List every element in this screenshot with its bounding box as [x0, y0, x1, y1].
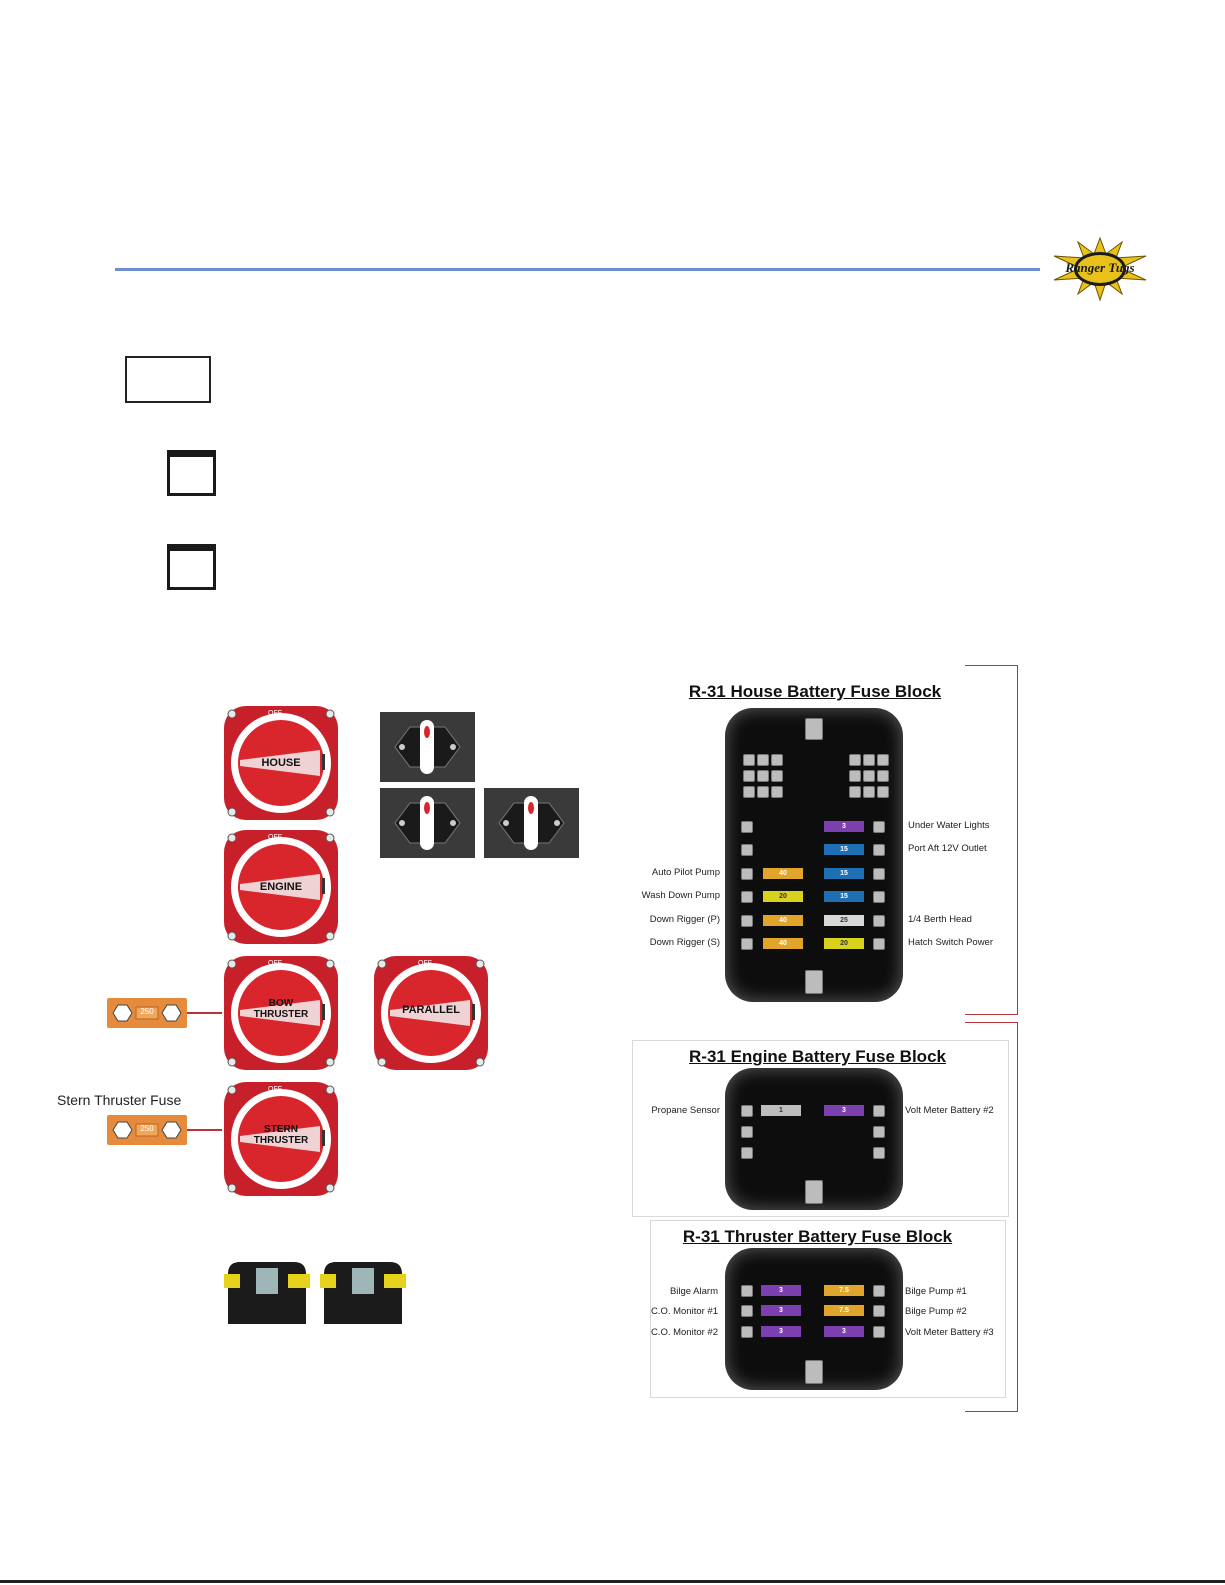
- circuit-label: Down Rigger (P): [649, 914, 720, 925]
- stern-thruster-fuse-caption: Stern Thruster Fuse: [57, 1092, 182, 1108]
- terminal-bank: [849, 754, 889, 800]
- fuse-value: 250: [140, 1124, 154, 1133]
- circuit-label: Down Rigger (S): [649, 937, 720, 948]
- off-label: OFF: [268, 834, 282, 841]
- circuit-label: Bilge Pump #1: [905, 1286, 967, 1297]
- terminal-bank: [743, 754, 783, 800]
- circuit-label: 1/4 Berth Head: [908, 914, 972, 925]
- fuse: 15: [824, 891, 864, 902]
- fuse-value: 250: [140, 1007, 154, 1016]
- off-label: OFF: [268, 960, 282, 967]
- fuse: 20: [763, 891, 803, 902]
- stern-thruster-fuse: 250: [107, 1115, 187, 1145]
- circuit-label: C.O. Monitor #2: [650, 1327, 718, 1338]
- circuit-label: Bilge Alarm: [669, 1286, 718, 1297]
- circuit-label: Volt Meter Battery #3: [905, 1327, 994, 1338]
- bow-thruster-fuse: 250: [107, 998, 187, 1028]
- fuse: 3: [824, 1326, 864, 1337]
- circuit-label: Volt Meter Battery #2: [905, 1105, 994, 1116]
- house-fuse-block: 40 20 40 40 3 15 15 15 25 20: [725, 708, 903, 1002]
- switch-label: ENGINE: [259, 881, 303, 893]
- circuit-label: C.O. Monitor #1: [650, 1306, 718, 1317]
- fuse: 7.5: [824, 1285, 864, 1296]
- off-label: OFF: [268, 710, 282, 717]
- terminal: [805, 970, 823, 994]
- thruster-block-title: R-31 Thruster Battery Fuse Block: [682, 1227, 953, 1246]
- house-block-title: R-31 House Battery Fuse Block: [688, 682, 942, 701]
- fuse-wire: [187, 1129, 222, 1131]
- outline-box: [125, 356, 211, 403]
- off-label: OFF: [268, 1086, 282, 1093]
- circuit-label: Port Aft 12V Outlet: [908, 843, 987, 854]
- switch-label: HOUSE: [261, 757, 301, 769]
- bow-thruster-switch[interactable]: OFF BOW THRUSTER: [220, 952, 342, 1074]
- circuit-label: Auto Pilot Pump: [651, 867, 720, 878]
- circuit-label: Bilge Pump #2: [905, 1306, 967, 1317]
- fuse: 15: [824, 844, 864, 855]
- circuit-label: Wash Down Pump: [641, 890, 720, 901]
- circuit-breaker[interactable]: [380, 788, 475, 858]
- fuse: 3: [824, 1105, 864, 1116]
- group-bracket: [965, 1022, 1018, 1412]
- fuse: 3: [761, 1326, 801, 1337]
- parallel-switch[interactable]: OFF PARALLEL: [370, 952, 492, 1074]
- fuse: 3: [761, 1285, 801, 1296]
- header-rule: [115, 268, 1040, 271]
- engine-fuse-block: 1 3: [725, 1068, 903, 1210]
- switch-label-line1: BOW: [268, 998, 294, 1009]
- fuse: 7.5: [824, 1305, 864, 1316]
- fuse: 40: [763, 868, 803, 879]
- switch-label-line1: STERN: [264, 1124, 298, 1135]
- ranger-tugs-logo: Ranger Tugs: [1050, 236, 1150, 302]
- engine-battery-switch[interactable]: OFF ENGINE: [220, 826, 342, 948]
- thruster-fuse-block: 3 3 3 7.5 7.5 3: [725, 1248, 903, 1390]
- circuit-label: Hatch Switch Power: [908, 937, 994, 948]
- fuse: 20: [824, 938, 864, 949]
- fuse: 40: [763, 915, 803, 926]
- battery-combiner: [318, 1258, 408, 1330]
- footer-rule: [0, 1580, 1225, 1583]
- battery-combiner: [222, 1258, 312, 1330]
- stern-thruster-switch[interactable]: OFF STERN THRUSTER: [220, 1078, 342, 1200]
- house-battery-switch[interactable]: OFF HOUSE: [220, 702, 342, 824]
- fuse: 3: [824, 821, 864, 832]
- group-bracket: [965, 665, 1018, 1015]
- circuit-breaker[interactable]: [484, 788, 579, 858]
- circuit-breaker[interactable]: [380, 712, 475, 782]
- fuse: 3: [761, 1305, 801, 1316]
- fuse: 25: [824, 915, 864, 926]
- terminal: [805, 718, 823, 740]
- off-label: OFF: [418, 960, 432, 967]
- fuse: 40: [763, 938, 803, 949]
- logo-text: Ranger Tugs: [1065, 260, 1135, 275]
- switch-label: PARALLEL: [402, 1004, 460, 1016]
- checkbox-frame: [167, 544, 216, 590]
- engine-block-title: R-31 Engine Battery Fuse Block: [689, 1047, 946, 1066]
- fuse: 15: [824, 868, 864, 879]
- fuse: 1: [761, 1105, 801, 1116]
- circuit-label: Under Water Lights: [908, 820, 990, 831]
- switch-label-line2: THRUSTER: [253, 1009, 309, 1020]
- circuit-label: Propane Sensor: [651, 1105, 720, 1116]
- switch-label-line2: THRUSTER: [253, 1135, 309, 1146]
- fuse-wire: [187, 1012, 222, 1014]
- checkbox-frame: [167, 450, 216, 496]
